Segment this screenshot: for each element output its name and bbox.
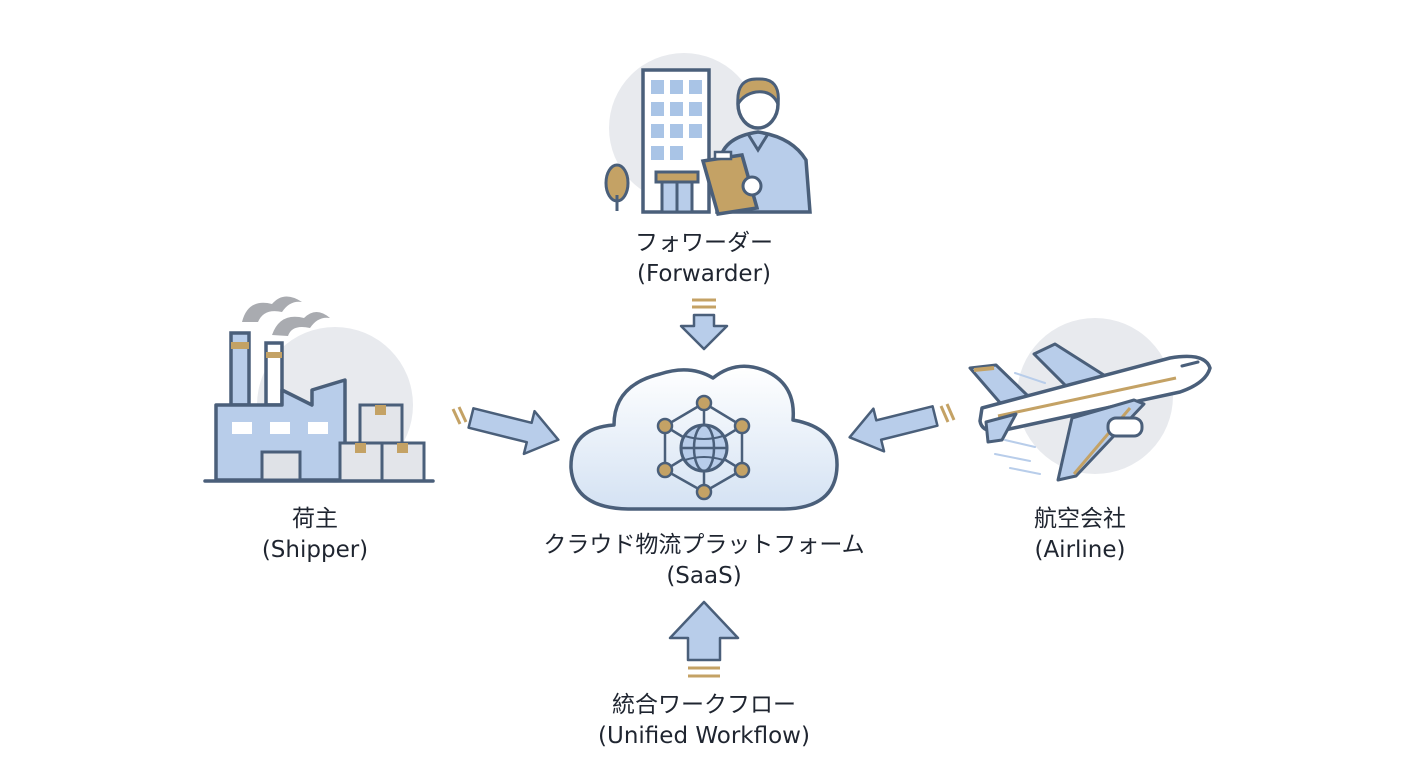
shipper-icon [203, 296, 435, 483]
shipper-name-en: (Shipper) [261, 537, 369, 563]
forwarder-icon [604, 53, 812, 216]
forwarder-name-en: (Forwarder) [636, 261, 772, 287]
workflow-name-ja: 統合ワークフロー [612, 692, 796, 718]
workflow-arrow-up [668, 600, 740, 678]
airline-arrow [848, 403, 956, 453]
forwarder-label: フォワーダー (Forwarder) [554, 228, 854, 290]
platform-name-en: (SaaS) [666, 563, 742, 589]
airline-name-en: (Airline) [1034, 537, 1126, 563]
airline-label: 航空会社 (Airline) [930, 504, 1230, 566]
workflow-label: 統合ワークフロー (Unified Workflow) [504, 690, 904, 752]
forwarder-arrow-down [679, 298, 729, 351]
platform-label: クラウド物流プラットフォーム (SaaS) [504, 530, 904, 592]
airline-icon [968, 318, 1212, 482]
workflow-name-en: (Unified Workflow) [598, 723, 810, 749]
shipper-arrow [451, 406, 560, 456]
airline-name-ja: 航空会社 [1034, 506, 1126, 532]
shipper-name-ja: 荷主 [292, 506, 338, 532]
forwarder-name-ja: フォワーダー [635, 230, 773, 256]
shipper-label: 荷主 (Shipper) [165, 504, 465, 566]
platform-cloud-icon [569, 364, 839, 511]
platform-name-ja: クラウド物流プラットフォーム [543, 532, 865, 558]
